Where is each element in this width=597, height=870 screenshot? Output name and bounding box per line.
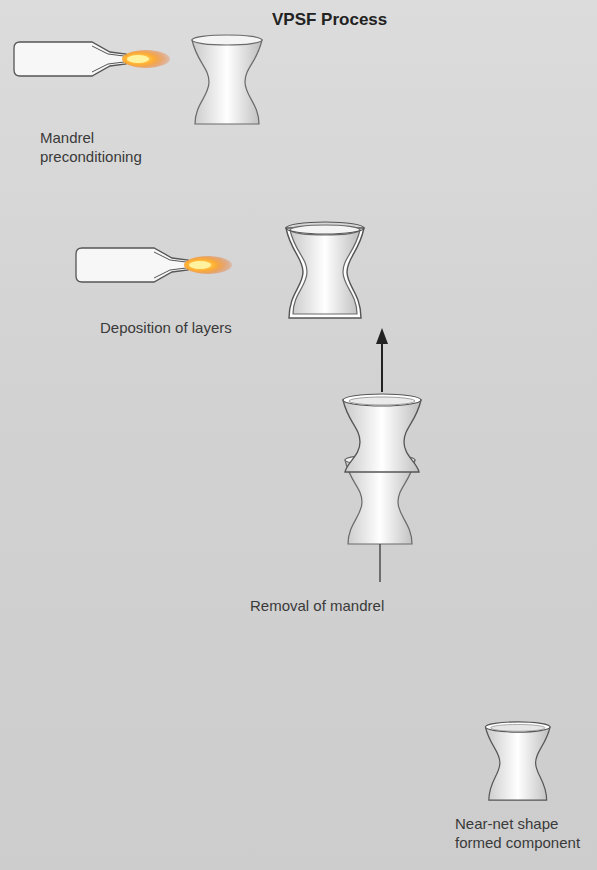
step-label: Mandrel preconditioning (40, 128, 160, 166)
step-label: Near-net shape formed component (455, 814, 587, 852)
step-label: Deposition of layers (100, 318, 300, 337)
diagram-title: VPSF Process (272, 10, 387, 29)
step-label: Removal of mandrel (250, 596, 450, 615)
